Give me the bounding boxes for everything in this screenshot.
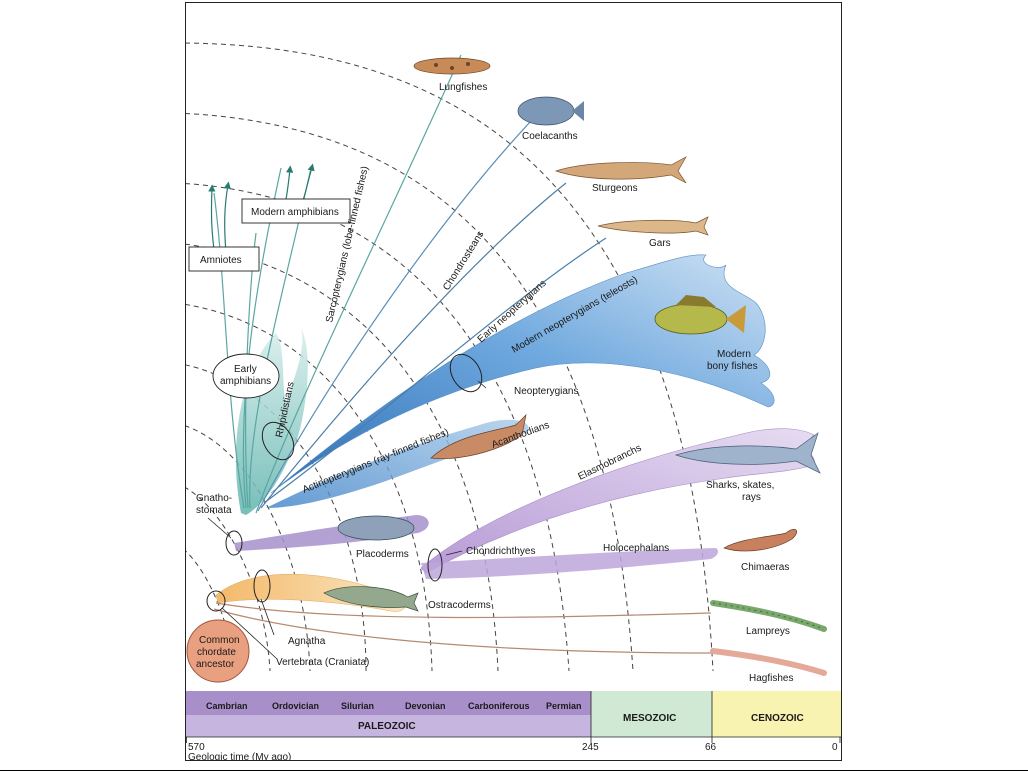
modern-amphibians-box <box>241 198 351 224</box>
axis-label: Geologic time (My ago) <box>188 752 291 760</box>
label-ancestor-3: ancestor <box>196 659 235 670</box>
gar-illustration <box>597 216 709 236</box>
label-sharks-1: Sharks, skates, <box>706 480 774 491</box>
tick-66: 66 <box>705 742 717 753</box>
label-neopterygians: Neopterygians <box>514 386 578 397</box>
label-chondrichthyes: Chondrichthyes <box>466 546 535 557</box>
label-lungfishes: Lungfishes <box>439 82 487 93</box>
label-amniotes: Amniotes <box>200 255 242 266</box>
amniotes-box <box>188 246 260 272</box>
label-modern-bony-fishes-2: bony fishes <box>707 361 758 372</box>
label-modern-amphibians: Modern amphibians <box>251 207 339 218</box>
label-ostracoderms: Ostracoderms <box>428 600 491 611</box>
shark-illustration <box>674 432 821 474</box>
vertebrate-phylogeny-diagram: Lungfishes Coelacanths Sturgeons Gars Mo… <box>186 42 841 760</box>
period-silurian: Silurian <box>341 701 374 711</box>
label-gnathostomata-1: Gnatho- <box>196 493 232 504</box>
label-gnathostomata-2: stomata <box>196 505 232 516</box>
period-permian: Permian <box>546 701 582 711</box>
placoderm-illustration <box>337 515 415 541</box>
mesozoic-band <box>591 691 712 737</box>
hagfish-illustration <box>710 648 827 676</box>
leader-lines <box>207 380 487 659</box>
label-early-amphibians-1: Early <box>234 364 257 375</box>
acanthodian-illustration <box>430 413 527 459</box>
label-chimaeras: Chimaeras <box>741 562 789 573</box>
teleost-fan <box>270 254 775 494</box>
holocephalan-band <box>421 548 719 579</box>
perch-illustration <box>654 295 746 335</box>
label-hagfishes: Hagfishes <box>749 673 793 684</box>
era-cenozoic: CENOZOIC <box>751 713 804 724</box>
label-ancestor-2: chordate <box>197 647 236 658</box>
coelacanth-illustration <box>517 96 584 126</box>
tick-0: 0 <box>832 742 838 753</box>
tick-570: 570 <box>188 742 205 753</box>
period-devonian: Devonian <box>405 701 446 711</box>
period-carboniferous: Carboniferous <box>468 701 530 711</box>
tick-245: 245 <box>582 742 599 753</box>
period-ordovician: Ordovician <box>272 701 319 711</box>
page-bottom-rule <box>0 770 1028 771</box>
early-amphibians-bubble <box>212 353 280 399</box>
common-ancestor-circle <box>186 619 250 683</box>
label-sharks-2: rays <box>742 492 761 503</box>
ostracoderm-illustration <box>323 586 419 612</box>
label-holocephalans: Holocephalans <box>603 543 669 554</box>
lungfish-illustration <box>413 57 491 75</box>
geologic-timeline: Cambrian Ordovician Silurian Devonian Ca… <box>186 691 841 760</box>
era-paleozoic: PALEOZOIC <box>358 721 416 732</box>
label-ancestor-1: Common <box>199 635 240 646</box>
label-early-amphibians-2: amphibians <box>220 376 271 387</box>
label-sturgeons: Sturgeons <box>592 183 638 194</box>
label-modern-bony-fishes-1: Modern <box>717 349 751 360</box>
paleozoic-band-lower <box>186 715 591 737</box>
cenozoic-band <box>712 691 841 737</box>
label-coelacanths: Coelacanths <box>522 131 578 142</box>
period-cambrian: Cambrian <box>206 701 248 711</box>
label-lampreys: Lampreys <box>746 626 790 637</box>
sturgeon-illustration <box>554 156 687 184</box>
phylogeny-figure: Lungfishes Coelacanths Sturgeons Gars Mo… <box>185 2 842 761</box>
era-mesozoic: MESOZOIC <box>623 713 676 724</box>
label-agnatha: Agnatha <box>288 636 326 647</box>
label-gars: Gars <box>649 238 671 249</box>
chimaera-illustration <box>723 528 798 552</box>
lamprey-illustration <box>710 600 827 632</box>
label-placoderms: Placoderms <box>356 549 409 560</box>
label-vertebrata: Vertebrata (Craniata) <box>276 657 369 668</box>
